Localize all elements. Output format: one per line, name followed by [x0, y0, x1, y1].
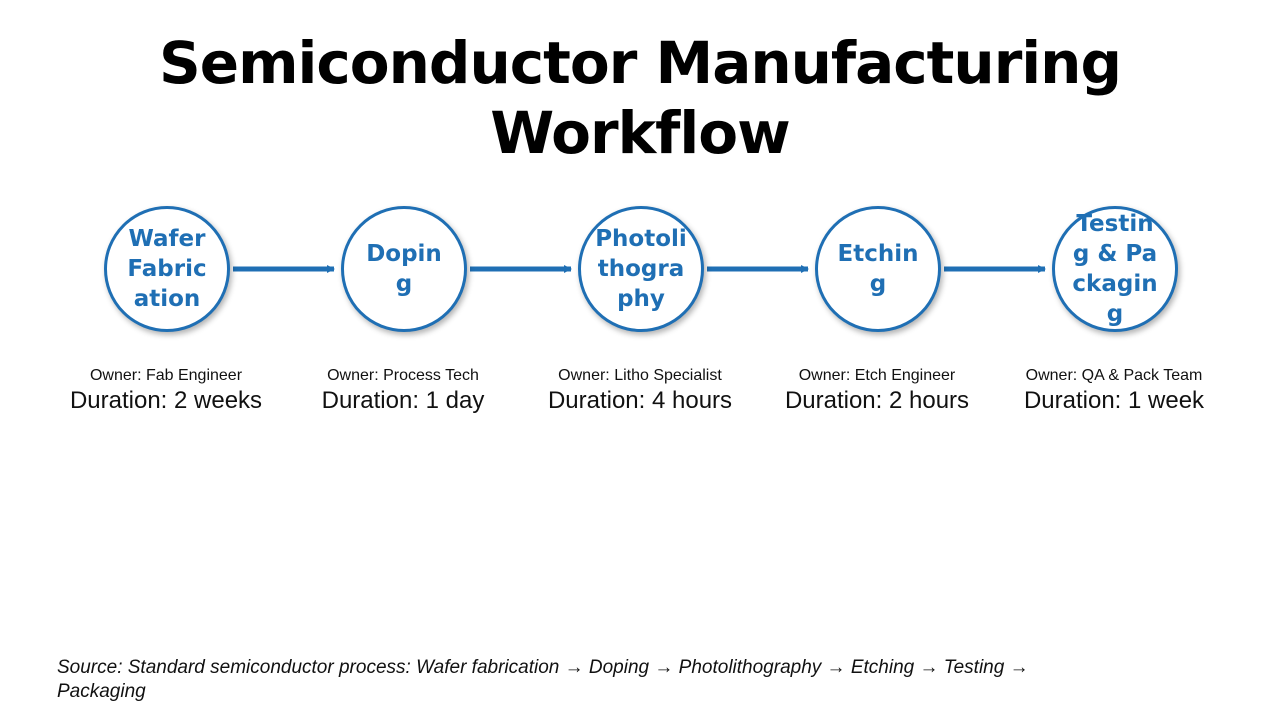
step-owner: Owner: Fab Engineer — [89, 367, 243, 384]
step-label-testing-packaging: Testing & Packaging — [1072, 211, 1158, 327]
step-duration: Duration: 1 day — [321, 387, 485, 414]
step-node-wafer-fabrication: Wafer Fabrication — [104, 206, 230, 332]
step-owner: Owner: Litho Specialist — [558, 367, 722, 384]
step-duration: Duration: 2 hours — [784, 387, 970, 414]
step-label-etching: Etching — [837, 241, 919, 297]
page-title: Semiconductor Manufacturing Workflow — [0, 28, 1280, 168]
step-label-photolithography: Photolithography — [595, 226, 687, 312]
step-caption-doping: Owner: Process Tech Duration: 1 day — [285, 366, 521, 416]
step-label-wafer-fabrication: Wafer Fabrication — [127, 226, 207, 312]
step-node-etching: Etching — [815, 206, 941, 332]
step-caption-photolithography: Owner: Litho Specialist Duration: 4 hour… — [522, 366, 758, 416]
step-owner: Owner: Process Tech — [327, 367, 479, 384]
step-owner: Owner: QA & Pack Team — [1025, 367, 1203, 384]
step-caption-etching: Owner: Etch Engineer Duration: 2 hours — [759, 366, 995, 416]
step-node-testing-packaging: Testing & Packaging — [1052, 206, 1178, 332]
step-node-photolithography: Photolithography — [578, 206, 704, 332]
title-line-1: Semiconductor Manufacturing — [158, 29, 1122, 97]
step-caption-testing-packaging: Owner: QA & Pack Team Duration: 1 week — [996, 366, 1232, 416]
source-note: Source: Standard semiconductor process: … — [57, 657, 1029, 702]
step-duration: Duration: 1 week — [1023, 387, 1205, 414]
step-duration: Duration: 4 hours — [547, 387, 733, 414]
step-owner: Owner: Etch Engineer — [798, 367, 956, 384]
step-duration: Duration: 2 weeks — [69, 387, 263, 414]
step-caption-wafer-fabrication: Owner: Fab Engineer Duration: 2 weeks — [48, 366, 284, 416]
step-node-doping: Doping — [341, 206, 467, 332]
step-label-doping: Doping — [366, 241, 442, 297]
title-line-2: Workflow — [490, 99, 790, 167]
